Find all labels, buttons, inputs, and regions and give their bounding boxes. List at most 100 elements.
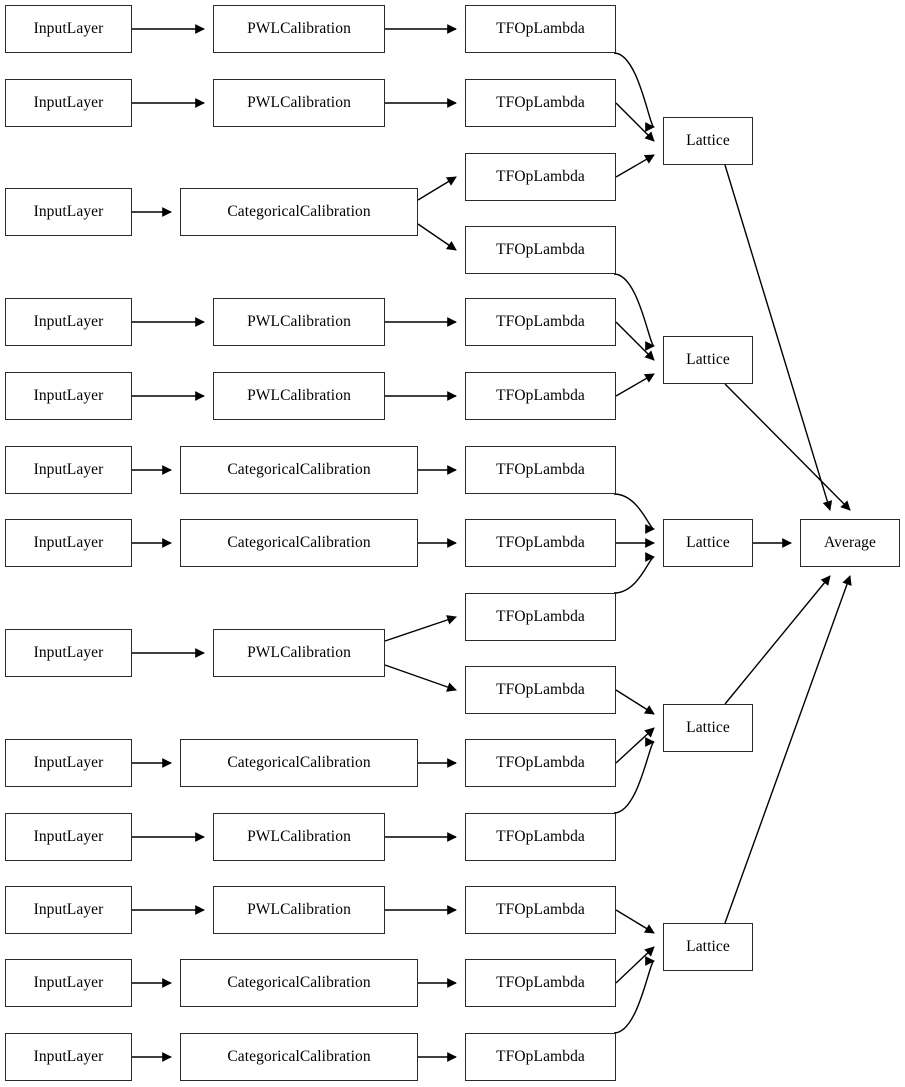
tf-op-lambda-5-label: TFOpLambda [496, 387, 585, 405]
tf-op-lambda-6-label: TFOpLambda [496, 461, 585, 479]
input-layer-2[interactable]: InputLayer [5, 188, 132, 236]
tf-op-lambda-0-label: TFOpLambda [496, 20, 585, 38]
calibration-pwl-1-label: PWLCalibration [247, 94, 351, 112]
edge-lambda-0-to-lattice-0 [613, 52, 655, 132]
input-layer-5-label: InputLayer [33, 461, 104, 479]
lattice-3-label: Lattice [686, 719, 730, 737]
calibration-pwl-1[interactable]: PWLCalibration [213, 79, 385, 127]
edge-lambda-13-to-lattice-4 [615, 946, 655, 984]
calibration-categorical-11[interactable]: CategoricalCalibration [180, 959, 418, 1007]
lattice-4-label: Lattice [686, 938, 730, 956]
calibration-categorical-6[interactable]: CategoricalCalibration [180, 519, 418, 567]
calibration-pwl-10[interactable]: PWLCalibration [213, 886, 385, 934]
lattice-1[interactable]: Lattice [663, 336, 753, 384]
calibration-pwl-9-label: PWLCalibration [247, 828, 351, 846]
tf-op-lambda-9[interactable]: TFOpLambda [465, 666, 616, 714]
input-layer-11[interactable]: InputLayer [5, 959, 132, 1007]
calibration-pwl-4[interactable]: PWLCalibration [213, 372, 385, 420]
input-layer-5[interactable]: InputLayer [5, 446, 132, 494]
calibration-categorical-5[interactable]: CategoricalCalibration [180, 446, 418, 494]
input-layer-12[interactable]: InputLayer [5, 1033, 132, 1081]
edge-lambda-10-to-lattice-3 [615, 727, 655, 764]
tf-op-lambda-11[interactable]: TFOpLambda [465, 813, 616, 861]
input-layer-3-label: InputLayer [33, 313, 104, 331]
edge-lambda-3-to-lattice-1 [613, 273, 655, 351]
edge-lambda-11-to-lattice-3 [613, 737, 655, 814]
input-layer-6[interactable]: InputLayer [5, 519, 132, 567]
input-layer-12-label: InputLayer [33, 1048, 104, 1066]
calibration-pwl-0[interactable]: PWLCalibration [213, 5, 385, 53]
tf-op-lambda-13-label: TFOpLambda [496, 974, 585, 992]
input-layer-9[interactable]: InputLayer [5, 813, 132, 861]
input-layer-10[interactable]: InputLayer [5, 886, 132, 934]
tf-op-lambda-6[interactable]: TFOpLambda [465, 446, 616, 494]
lattice-4[interactable]: Lattice [663, 923, 753, 971]
input-layer-8[interactable]: InputLayer [5, 739, 132, 787]
input-layer-4[interactable]: InputLayer [5, 372, 132, 420]
tf-op-lambda-3[interactable]: TFOpLambda [465, 226, 616, 274]
calibration-categorical-12[interactable]: CategoricalCalibration [180, 1033, 418, 1081]
calibration-pwl-3[interactable]: PWLCalibration [213, 298, 385, 346]
calibration-pwl-10-label: PWLCalibration [247, 901, 351, 919]
edge-lambda-8-to-lattice-2 [613, 552, 655, 594]
tf-op-lambda-9-label: TFOpLambda [496, 681, 585, 699]
input-layer-10-label: InputLayer [33, 901, 104, 919]
input-layer-7-label: InputLayer [33, 644, 104, 662]
input-layer-1[interactable]: InputLayer [5, 79, 132, 127]
average-node-label: Average [823, 534, 877, 552]
tf-op-lambda-10[interactable]: TFOpLambda [465, 739, 616, 787]
lattice-0[interactable]: Lattice [663, 117, 753, 165]
lattice-2[interactable]: Lattice [663, 519, 753, 567]
lattice-3[interactable]: Lattice [663, 704, 753, 752]
calibration-pwl-3-label: PWLCalibration [247, 313, 351, 331]
calibration-categorical-11-label: CategoricalCalibration [227, 974, 371, 992]
input-layer-8-label: InputLayer [33, 754, 104, 772]
input-layer-11-label: InputLayer [33, 974, 104, 992]
tf-op-lambda-14-label: TFOpLambda [496, 1048, 585, 1066]
calibration-categorical-2[interactable]: CategoricalCalibration [180, 188, 418, 236]
input-layer-7[interactable]: InputLayer [5, 629, 132, 677]
edge-calibration-7-to-lambda-9 [384, 664, 457, 692]
edge-lambda-5-to-lattice-1 [615, 373, 655, 397]
input-layer-6-label: InputLayer [33, 534, 104, 552]
tf-op-lambda-14[interactable]: TFOpLambda [465, 1033, 616, 1081]
edge-calibration-2-to-lambda-2 [417, 176, 457, 201]
tf-op-lambda-10-label: TFOpLambda [496, 754, 585, 772]
tf-op-lambda-3-label: TFOpLambda [496, 241, 585, 259]
calibration-categorical-5-label: CategoricalCalibration [227, 461, 371, 479]
tf-op-lambda-2[interactable]: TFOpLambda [465, 153, 616, 201]
input-layer-9-label: InputLayer [33, 828, 104, 846]
tf-op-lambda-2-label: TFOpLambda [496, 168, 585, 186]
calibration-pwl-7-label: PWLCalibration [247, 644, 351, 662]
tf-op-lambda-4[interactable]: TFOpLambda [465, 298, 616, 346]
tf-op-lambda-7[interactable]: TFOpLambda [465, 519, 616, 567]
input-layer-0[interactable]: InputLayer [5, 5, 132, 53]
calibration-pwl-4-label: PWLCalibration [247, 387, 351, 405]
tf-op-lambda-13[interactable]: TFOpLambda [465, 959, 616, 1007]
edge-lattice-1-to-average [724, 383, 851, 511]
average-node[interactable]: Average [800, 519, 900, 567]
calibration-categorical-2-label: CategoricalCalibration [227, 203, 371, 221]
calibration-categorical-6-label: CategoricalCalibration [227, 534, 371, 552]
tf-op-lambda-12-label: TFOpLambda [496, 901, 585, 919]
tf-op-lambda-0[interactable]: TFOpLambda [465, 5, 616, 53]
tf-op-lambda-11-label: TFOpLambda [496, 828, 585, 846]
calibration-pwl-9[interactable]: PWLCalibration [213, 813, 385, 861]
tf-op-lambda-1[interactable]: TFOpLambda [465, 79, 616, 127]
tf-op-lambda-8[interactable]: TFOpLambda [465, 593, 616, 641]
tf-op-lambda-12[interactable]: TFOpLambda [465, 886, 616, 934]
edge-calibration-7-to-lambda-8 [384, 615, 457, 642]
edge-lambda-1-to-lattice-0 [615, 102, 655, 142]
edge-lattice-3-to-average [724, 575, 831, 705]
lattice-0-label: Lattice [686, 132, 730, 150]
calibration-categorical-8[interactable]: CategoricalCalibration [180, 739, 418, 787]
edge-lambda-14-to-lattice-4 [613, 956, 655, 1034]
calibration-pwl-7[interactable]: PWLCalibration [213, 629, 385, 677]
input-layer-3[interactable]: InputLayer [5, 298, 132, 346]
edge-calibration-2-to-lambda-3 [417, 223, 457, 251]
edge-lambda-4-to-lattice-1 [615, 321, 655, 361]
lattice-1-label: Lattice [686, 351, 730, 369]
tf-op-lambda-5[interactable]: TFOpLambda [465, 372, 616, 420]
edge-lambda-12-to-lattice-4 [615, 909, 655, 934]
